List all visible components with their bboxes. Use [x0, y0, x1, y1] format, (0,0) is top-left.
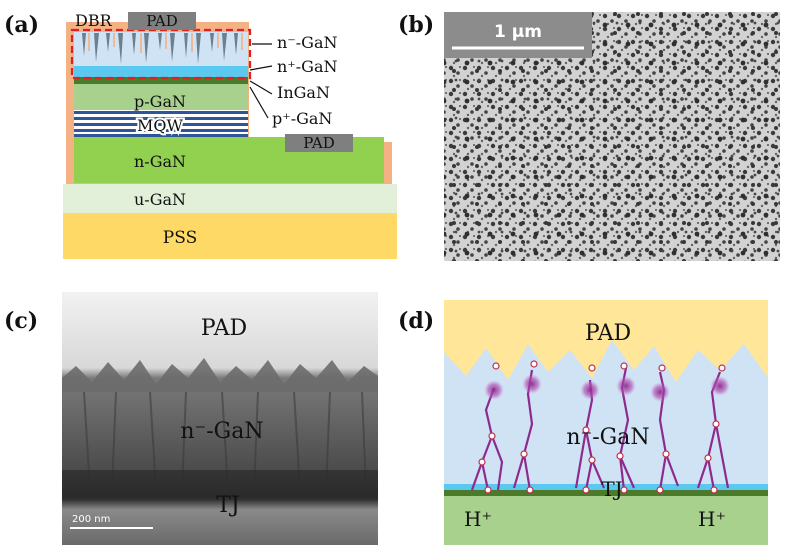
p-plus-gan-label: p⁺-GaN	[272, 109, 332, 128]
tem-scale-label: 200 nm	[72, 514, 110, 525]
panel-d-schematic: PAD n⁻-GaN TJ H⁺ H⁺	[444, 300, 768, 545]
pad-top	[128, 12, 196, 30]
panel-label-b: (b)	[398, 12, 435, 38]
pore-nodes	[478, 360, 726, 494]
panel-label-d: (d)	[398, 308, 435, 334]
ingan-label: InGaN	[277, 83, 330, 102]
porous-spikes	[82, 33, 238, 64]
pad-side	[285, 134, 353, 152]
pss-layer	[63, 213, 397, 259]
p-gan-layer	[74, 90, 248, 110]
n-plus-gan-label: n⁺-GaN	[277, 57, 337, 76]
tem-n-minus-gan-label: n⁻-GaN	[180, 419, 263, 444]
pad-side-label: PAD	[303, 134, 335, 152]
u-gan-layer	[63, 184, 397, 213]
n-gan-mesa	[74, 137, 248, 147]
pss-label: PSS	[163, 228, 197, 248]
dbr-label: DBR	[75, 11, 113, 30]
panel-a-device-diagram: PAD PAD DBR p-GaN MQW n-GaN u-GaN PSS n⁻…	[63, 11, 397, 259]
n-plus-gan-layer	[74, 66, 248, 77]
d-tj-label: TJ	[601, 477, 622, 501]
d-h-plus-right: H⁺	[698, 507, 726, 531]
d-pad-label: PAD	[585, 321, 631, 346]
pad-top-label: PAD	[146, 12, 178, 30]
carrier-glows	[484, 374, 730, 402]
panel-c-tem-image: PAD n⁻-GaN TJ 200 nm	[62, 292, 378, 545]
u-gan-label: u-GaN	[134, 190, 186, 209]
panel-label-c: (c)	[4, 308, 39, 334]
p-plus-gan-layer	[74, 84, 248, 90]
d-n-minus-gan-label: n⁻-GaN	[566, 425, 649, 450]
panel-b-sem-image: 1 μm	[444, 12, 780, 261]
d-h-plus-left: H⁺	[464, 507, 492, 531]
n-minus-gan-label: n⁻-GaN	[277, 33, 337, 52]
sem-scale-label: 1 μm	[494, 22, 542, 42]
n-gan-label: n-GaN	[134, 152, 186, 171]
panel-label-a: (a)	[4, 12, 40, 38]
ingan-layer	[74, 77, 248, 84]
p-gan-label: p-GaN	[134, 92, 186, 111]
tem-tj-label: TJ	[216, 493, 240, 518]
tem-pad-label: PAD	[201, 316, 247, 341]
mqw-label: MQW	[137, 116, 184, 135]
sem-scale-box	[444, 12, 592, 58]
